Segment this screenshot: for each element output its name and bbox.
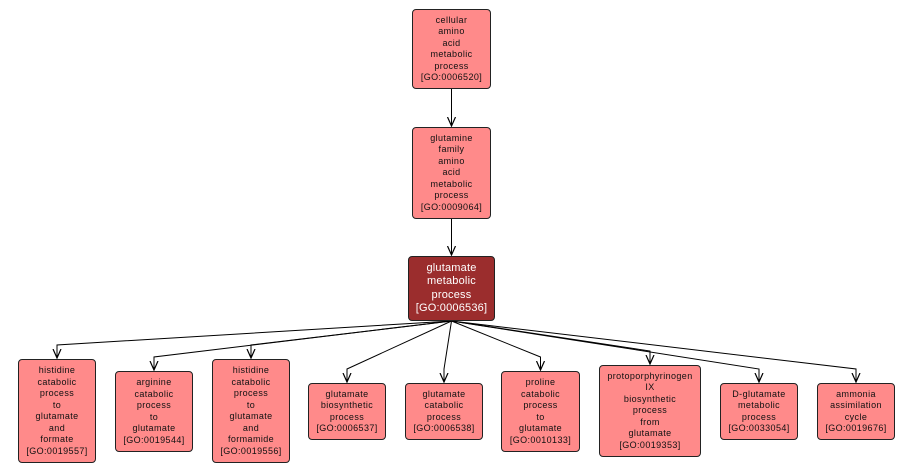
go-term-label-line: to [246, 399, 256, 410]
go-term-label-line: from [640, 416, 660, 427]
is-a-edge [451, 320, 651, 364]
go-term-label-line: histidine [38, 365, 76, 375]
go-term-label-line: cycle [844, 411, 868, 422]
go-term-label-line: glutamate [628, 428, 672, 439]
go-term-label-line: to [149, 411, 159, 422]
go-term-label-line: to [536, 411, 545, 422]
go-term-label-line: amino [438, 155, 465, 166]
go-id-label: [GO:0006520] [420, 72, 483, 82]
go-term-label-line: and [242, 422, 260, 433]
go-term-label-line: process [39, 388, 75, 398]
go-id-label: [GO:0006537] [316, 423, 378, 433]
go-id-label: [GO:0019676] [825, 423, 887, 433]
go-term-label-line: to [52, 399, 62, 410]
is-a-edge [451, 320, 541, 370]
go-term-label-line: glutamate [35, 411, 79, 421]
go-term-label-line: glutamate [422, 388, 466, 399]
go-term-label-line: metabolic [430, 49, 473, 59]
is-a-edge [451, 320, 760, 382]
go-term-label-line: metabolic [427, 275, 476, 287]
go-term-label-line: process [741, 411, 777, 422]
go-term-label-line: glutamate [229, 411, 273, 421]
is-a-edge [444, 320, 452, 382]
go-id-label: [GO:0033054] [728, 423, 790, 433]
go-term-label-line: acid [442, 167, 461, 178]
go-term-label-line: histidine [232, 365, 270, 375]
go-term-label-line: glutamate [325, 388, 369, 399]
is-a-edge [347, 320, 452, 382]
go-term-label-line: process [136, 400, 172, 410]
go-id-label: [GO:0010133] [509, 434, 572, 445]
go-term-label-line: acid [442, 37, 461, 48]
go-term-label-line: glutamate [132, 423, 176, 433]
go-term-label-line: protoporphyrinogen [607, 370, 693, 381]
go-term-label-line: ammonia [836, 388, 876, 399]
go-term-label-line: metabolic [430, 178, 473, 189]
go-term-label-line: biosynthetic [623, 393, 677, 404]
go-id-label: [GO:0019557] [26, 445, 88, 456]
go-term-label-line: glutamine [430, 132, 473, 143]
go-id-label: [GO:0006538] [413, 423, 475, 433]
go-term-label-line: family [438, 144, 465, 155]
go-term-label-line: glutamate [518, 423, 563, 433]
go-term-label-line: IX [645, 382, 655, 393]
go-term-label-line: catabolic [37, 376, 77, 387]
is-a-edge [154, 320, 452, 370]
go-term-label-line: process [233, 388, 269, 398]
go-term-label-line: catabolic [231, 376, 271, 387]
go-term-label-line: assimilation [830, 400, 882, 410]
is-a-edge [57, 320, 452, 358]
go-id-label: [GO:0019556] [220, 445, 282, 456]
go-term-label-line: and [48, 422, 66, 433]
go-term-label-line: formate [40, 434, 74, 444]
go-term-label-line: catabolic [424, 400, 464, 410]
go-term-label-line: glutamate [426, 261, 477, 274]
go-term-label-line: process [426, 411, 462, 422]
go-term-label-line: process [431, 288, 472, 301]
is-a-edge [251, 320, 452, 358]
go-term-label-line: process [523, 400, 558, 410]
go-term-label-line: biosynthetic [320, 400, 374, 410]
go-term-label-line: cellular [435, 14, 468, 25]
go-id-label: [GO:0019353] [619, 439, 681, 450]
go-term-label-line: formamide [227, 434, 275, 444]
go-term-label-line: catabolic [520, 388, 561, 399]
go-id-label: [GO:0009064] [420, 201, 483, 212]
go-id-label: [GO:0006536] [415, 302, 488, 314]
go-term-label-line: amino [438, 26, 465, 36]
go-term-label-line: process [434, 190, 469, 201]
go-term-label-line: process [434, 60, 469, 71]
go-id-label: [GO:0019544] [123, 434, 185, 445]
go-term-label-line: arginine [136, 377, 172, 387]
is-a-edge [451, 320, 857, 382]
go-term-label-line: process [329, 411, 365, 422]
go-term-label-line: metabolic [737, 400, 781, 410]
go-term-label-line: process [632, 405, 668, 416]
go-term-label-line: proline [525, 377, 556, 387]
go-term-label-line: D-glutamate [732, 388, 786, 399]
go-term-label-line: catabolic [134, 388, 174, 399]
